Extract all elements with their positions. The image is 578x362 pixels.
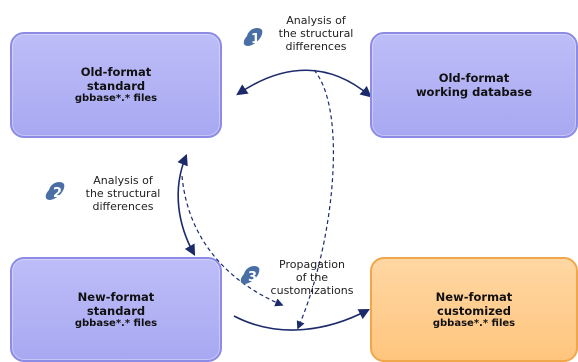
step-label-line: differences xyxy=(92,200,154,213)
step-3-badge: 3 xyxy=(240,266,260,285)
step-label-line: of the xyxy=(295,271,329,284)
step-2-label: Analysis of the structural differences xyxy=(70,174,176,213)
box-line: New-format xyxy=(435,289,513,304)
old-format-working-database-box: Old-format working database xyxy=(370,32,578,138)
step-1-badge: 1 xyxy=(243,28,263,47)
step-number: 2 xyxy=(53,186,62,201)
arrow-old-standard-to-working xyxy=(236,69,372,98)
step-1-label: Analysis of the structural differences xyxy=(266,14,366,53)
step-label-line: the structural xyxy=(85,187,161,200)
step-label-line: the structural xyxy=(278,27,354,40)
dashed-from-working-db xyxy=(296,69,334,330)
step-label-line: differences xyxy=(285,40,347,53)
arrow-new-standard-to-customized xyxy=(233,308,370,331)
step-label-line: customizations xyxy=(270,284,354,297)
arrow-old-to-new-standard xyxy=(177,153,196,256)
step-label-line: Analysis of xyxy=(93,174,153,187)
step-number: 1 xyxy=(251,32,260,47)
new-format-customized-box: New-format customized gbbase*.* files xyxy=(370,257,578,362)
box-subline: gbbase*.* files xyxy=(74,93,158,104)
step-label-line: Analysis of xyxy=(286,14,346,27)
step-number: 3 xyxy=(248,270,257,285)
box-line: New-format xyxy=(77,289,155,304)
box-line: customized xyxy=(437,303,511,318)
box-line: working database xyxy=(415,85,533,99)
step-label-line: Propagation xyxy=(279,258,345,271)
box-subline: gbbase*.* files xyxy=(432,317,516,329)
step-2-badge: 2 xyxy=(45,182,65,201)
old-format-standard-box: Old-format standard gbbase*.* files xyxy=(10,32,222,138)
box-subline: gbbase*.* files xyxy=(74,317,158,329)
box-line: standard xyxy=(86,303,146,318)
dashed-from-old-standard xyxy=(181,175,284,307)
box-line: Old-format xyxy=(80,65,152,79)
box-line: Old-format xyxy=(438,71,510,85)
box-line: standard xyxy=(86,79,146,93)
new-format-standard-box: New-format standard gbbase*.* files xyxy=(10,257,222,362)
step-3-label: Propagation of the customizations xyxy=(262,258,362,297)
